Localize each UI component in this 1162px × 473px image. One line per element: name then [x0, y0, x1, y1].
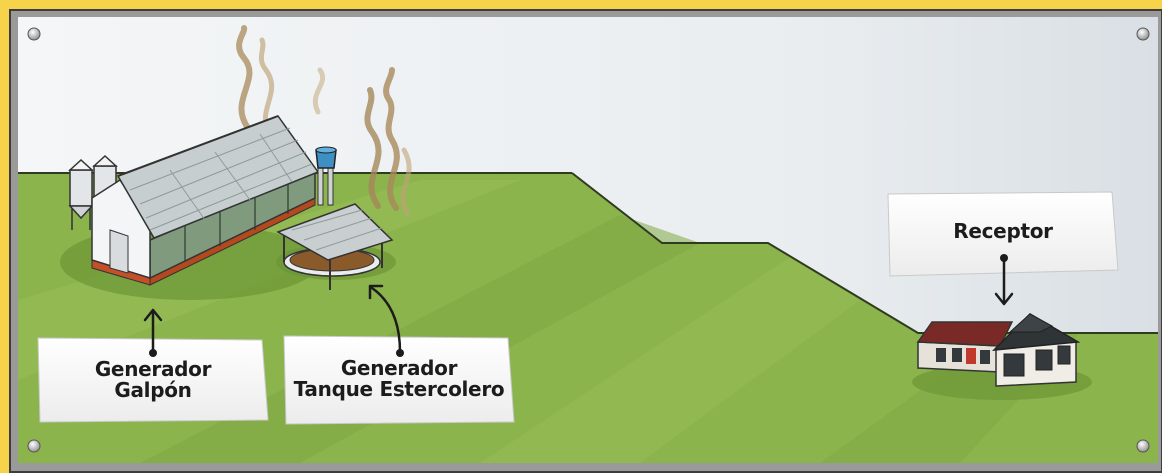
label-generador-galpon: Generador Galpón — [40, 341, 266, 419]
label-line: Galpón — [95, 380, 211, 401]
label-line: Receptor — [953, 221, 1052, 242]
screw-icon — [28, 440, 40, 452]
label-line: Generador — [294, 358, 505, 379]
screw-icon — [1137, 440, 1149, 452]
label-receptor: Receptor — [890, 196, 1116, 266]
screw-icon — [28, 28, 40, 40]
label-line: Generador — [95, 359, 211, 380]
label-line: Tanque Estercolero — [294, 379, 505, 400]
label-generador-tanque: Generador Tanque Estercolero — [286, 336, 512, 422]
screw-icon — [1137, 28, 1149, 40]
